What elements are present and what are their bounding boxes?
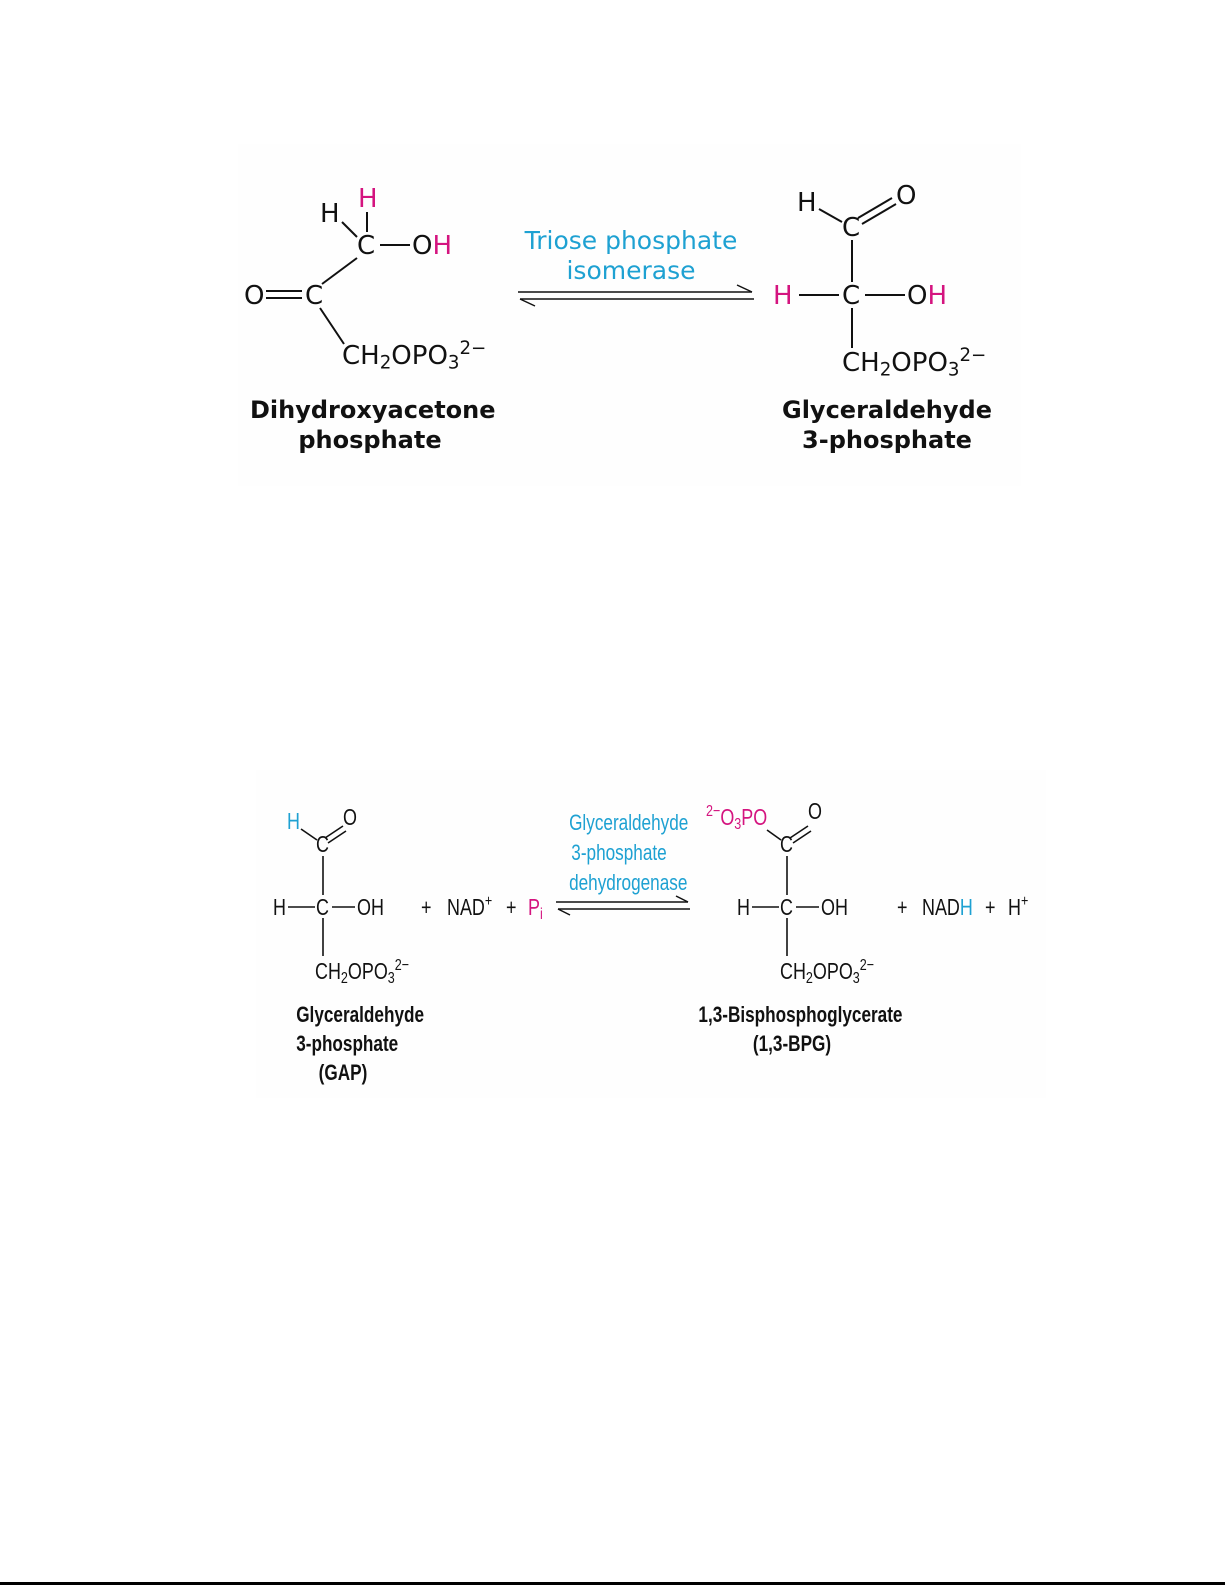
reactant-name: Glyceraldehyde 3-phosphate (GAP) (296, 1002, 425, 1085)
plus-sign: + (897, 894, 908, 920)
bond-h-c (341, 221, 358, 238)
bond-c-ch2 (319, 307, 345, 345)
bond-h-c-ald (300, 828, 318, 841)
reaction-1-panel (238, 144, 1021, 486)
enzyme-label: Triose phosphate isomerase (524, 226, 738, 285)
atom-c: C (305, 281, 324, 311)
atom-o: O (412, 231, 433, 261)
atom-c: C (842, 213, 861, 243)
atom-c: C (842, 281, 861, 311)
bond-c-c (321, 257, 358, 285)
atom-c: C (780, 831, 793, 857)
atom-h: H (737, 894, 750, 920)
atom-h-highlighted: H (287, 808, 300, 834)
atom-o: O (244, 281, 265, 311)
nadh: NADH (922, 894, 973, 920)
phosphate-group: CH2OPO32− (780, 956, 875, 988)
product-name: Glyceraldehyde 3-phosphate (782, 396, 992, 454)
plus-sign: + (506, 894, 517, 920)
double-bond-ald-2 (327, 830, 347, 844)
atom-h-highlighted: H (358, 184, 378, 214)
reverse-arrow-head (557, 908, 571, 916)
atom-o: O (343, 804, 357, 830)
reverse-arrow-head (519, 298, 536, 307)
double-bond-acyl-1 (789, 825, 809, 839)
atom-c: C (780, 894, 793, 920)
acyl-phosphate-group: 2−O3PO (706, 802, 768, 834)
hydroxyl-group: OH (821, 894, 848, 920)
page-bottom-border (0, 1582, 1225, 1585)
plus-sign: + (421, 894, 432, 920)
hydroxyl-group: OH (357, 894, 384, 920)
double-bond-ald-1 (324, 825, 344, 839)
atom-h: H (320, 199, 340, 229)
phosphate-group: CH2OPO32− (342, 338, 487, 374)
atom-h-highlighted: H (927, 281, 948, 311)
phosphate-group: CH2OPO32− (842, 345, 987, 381)
phosphate-group: CH2OPO32− (315, 956, 410, 988)
double-bond-acyl-2 (792, 830, 812, 844)
bond-h-c-ald (818, 208, 843, 223)
plus-sign: + (985, 894, 996, 920)
atom-h-highlighted: H (432, 231, 453, 261)
atom-o: O (907, 281, 928, 311)
atom-c: C (316, 831, 329, 857)
forward-arrow-head (736, 284, 753, 293)
reaction-2-panel (256, 770, 1046, 1098)
enzyme-label: Glyceraldehyde 3-phosphate dehydrogenase (569, 810, 689, 895)
hydroxyl-group: OH (907, 283, 947, 309)
atom-o: O (896, 181, 917, 211)
hydroxyl-group: OH (412, 233, 452, 259)
forward-arrow-head (675, 895, 689, 903)
product-name: 1,3-Bisphosphoglycerate (1,3-BPG) (698, 1002, 903, 1056)
atom-c: C (316, 894, 329, 920)
bond-o-c-acyl (766, 829, 782, 841)
inorganic-phosphate: Pi (528, 894, 543, 924)
atom-h-highlighted: H (773, 281, 793, 311)
atom-h: H (273, 894, 286, 920)
reactant-name: Dihydroxyacetone phosphate (250, 396, 496, 454)
proton: H+ (1008, 892, 1029, 920)
double-bond-ald-2 (861, 203, 897, 225)
atom-o: O (808, 798, 822, 824)
atom-h: H (797, 188, 817, 218)
atom-c: C (357, 231, 376, 261)
double-bond-ald-1 (857, 197, 893, 219)
nad-plus: NAD+ (447, 892, 493, 920)
